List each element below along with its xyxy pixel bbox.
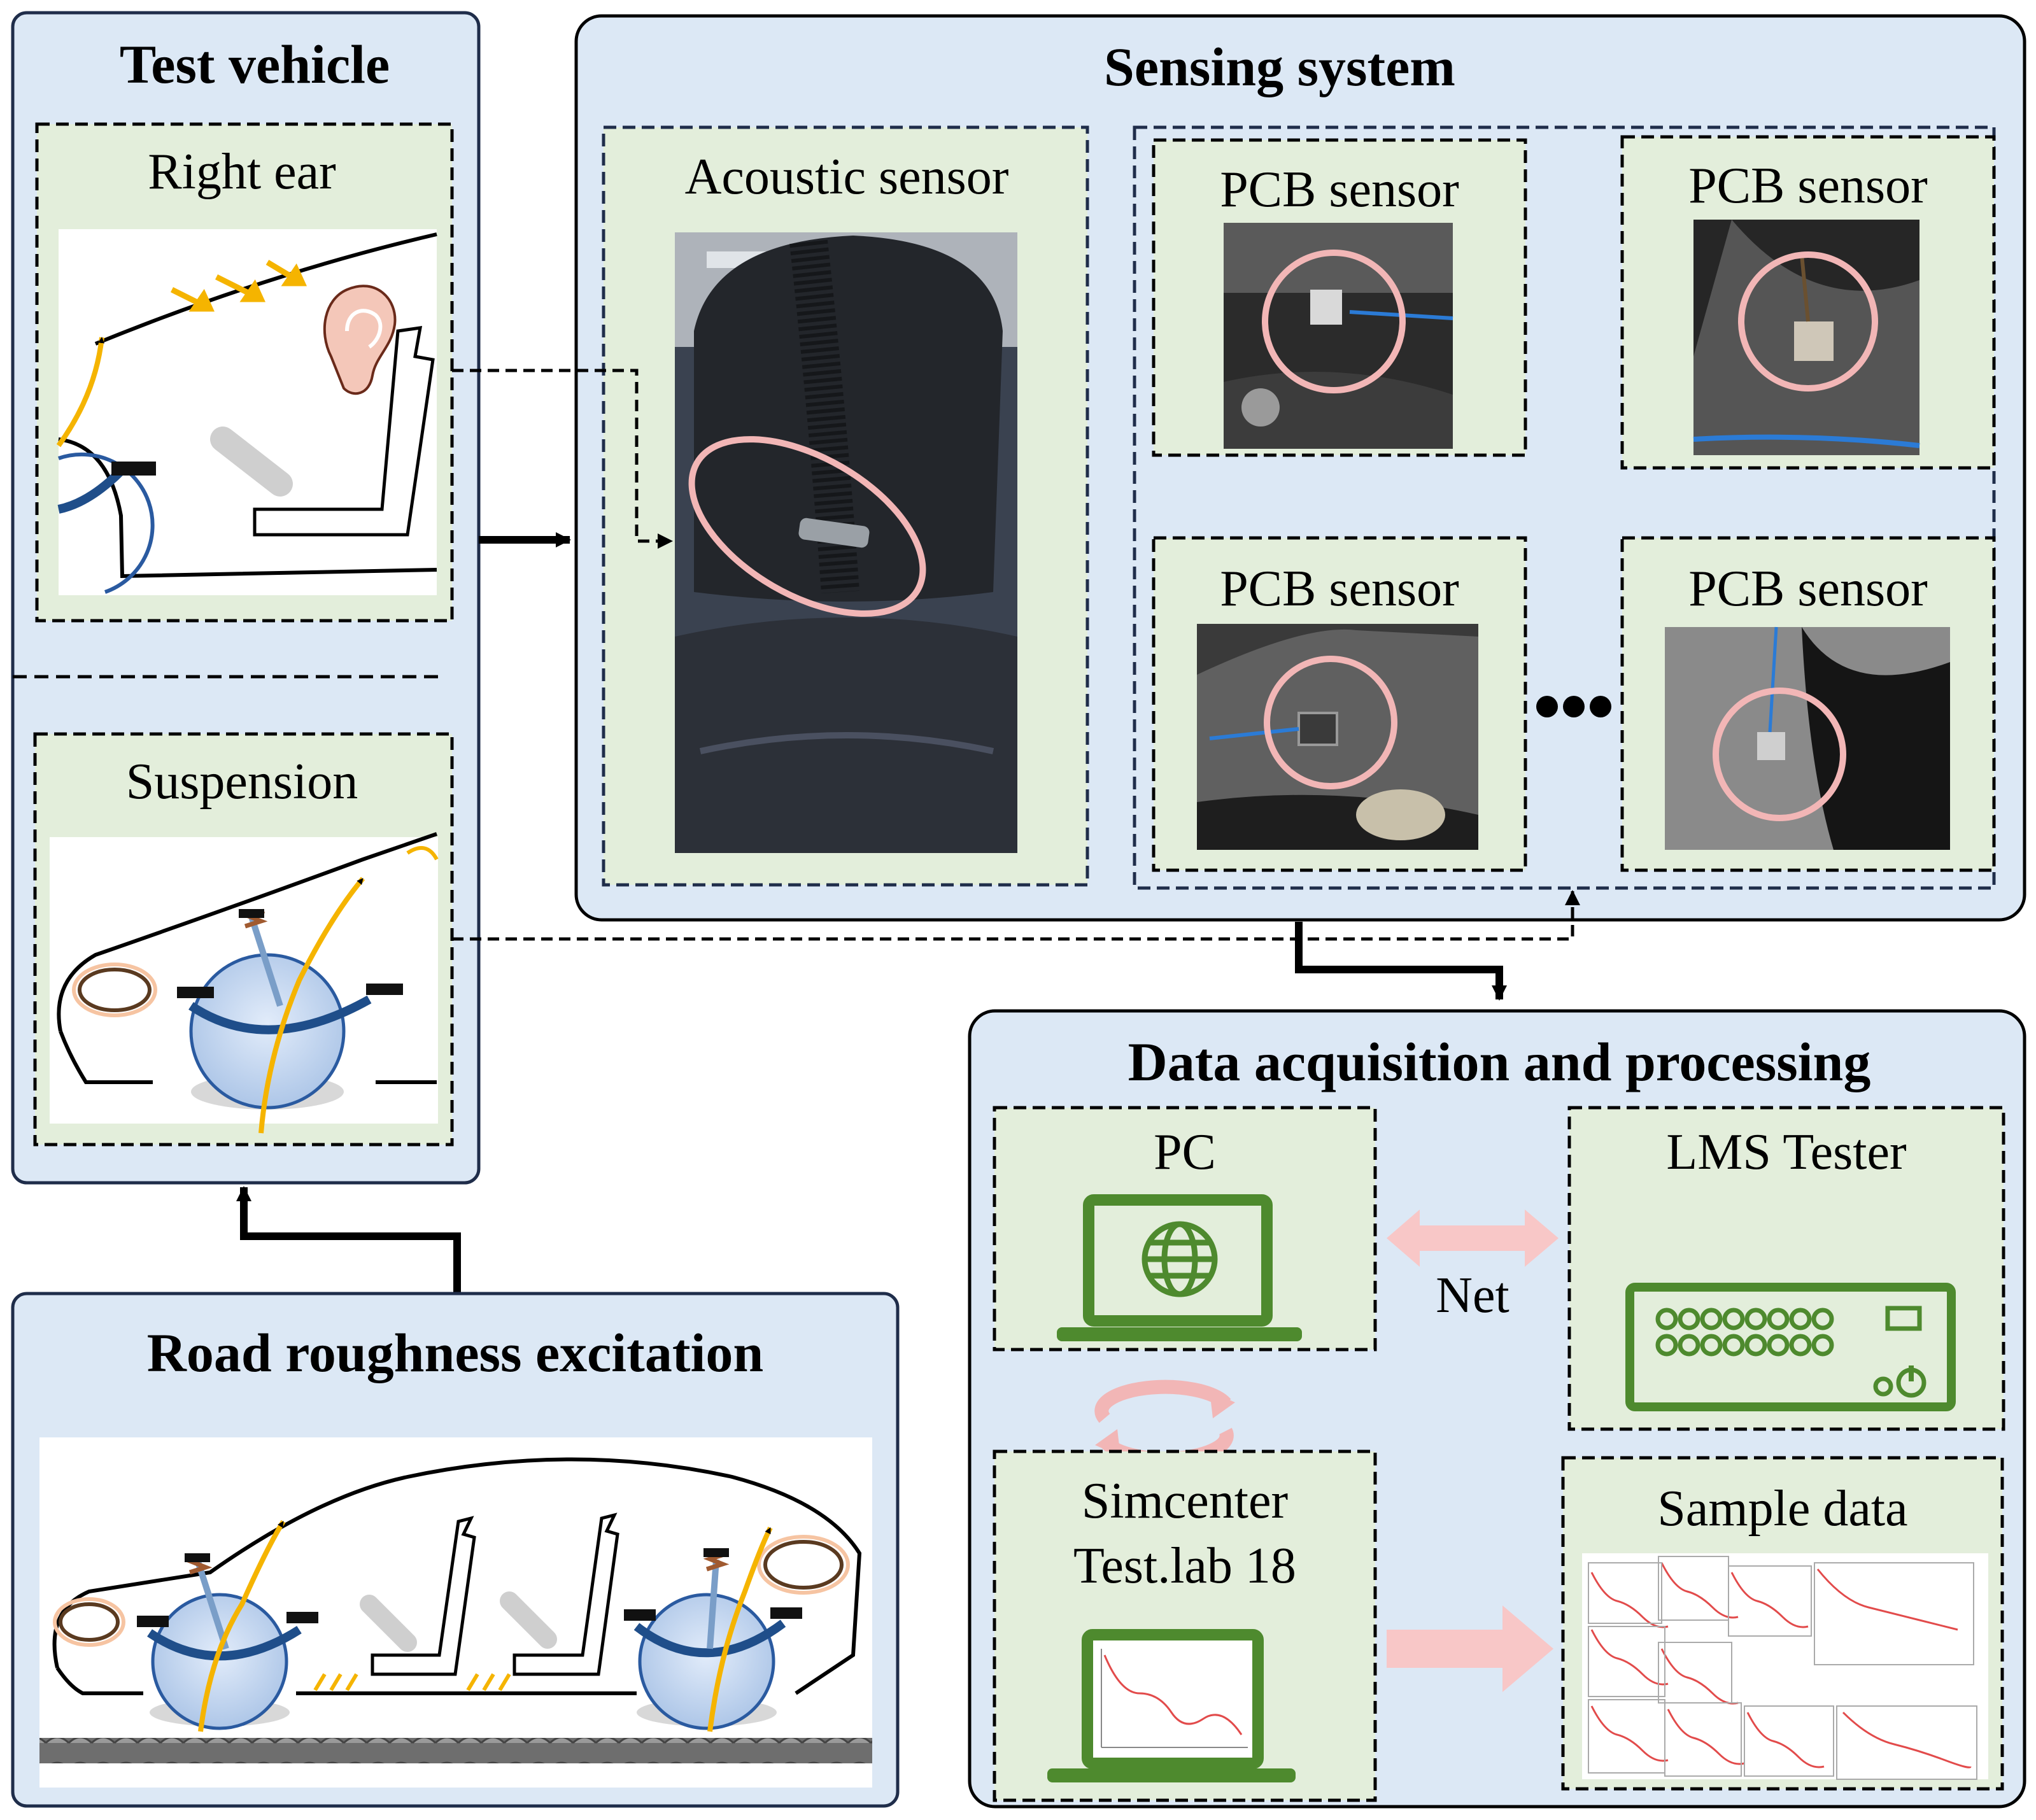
globe-icon <box>1142 1221 1218 1297</box>
road-roughness-panel <box>11 1292 900 1808</box>
pc-box <box>993 1106 1377 1351</box>
acoustic-sensor-label: Acoustic sensor <box>684 149 1009 205</box>
more-sensors-ellipsis <box>1536 696 1611 717</box>
sample-data-box <box>1561 1456 2004 1791</box>
lms-tester-label: LMS Tester <box>1666 1124 1907 1180</box>
right-ear-box <box>35 122 454 623</box>
pcb-sensor-box-4 <box>1620 536 1996 872</box>
pc-label: PC <box>1154 1124 1216 1180</box>
headrest-photo <box>675 232 1017 853</box>
simcenter-box <box>993 1450 1377 1802</box>
connectors <box>236 369 1580 1294</box>
road-roughness-title: Road roughness excitation <box>146 1322 764 1383</box>
process-arrow <box>1387 1605 1553 1692</box>
ear-icon <box>323 285 397 395</box>
right-ear-label: Right ear <box>148 144 336 200</box>
sample-data-label: Sample data <box>1657 1481 1908 1537</box>
simcenter-label-line2: Test.lab 18 <box>1073 1538 1296 1594</box>
net-arrow <box>1387 1210 1559 1267</box>
net-label: Net <box>1436 1267 1509 1323</box>
pcb-sensor-box-2 <box>1620 135 1996 470</box>
sensing-system-title: Sensing system <box>1104 36 1455 97</box>
acoustic-sensor-box <box>602 125 1089 887</box>
pcb-sensor-box-3 <box>1152 536 1527 872</box>
simcenter-label-line1: Simcenter <box>1081 1473 1289 1529</box>
pcb-sensor-label-1: PCB sensor <box>1220 162 1459 218</box>
pcb-sensors-group <box>1133 125 1996 890</box>
laptop-icon <box>1057 1194 1302 1341</box>
pcb-sensor-box-1 <box>1152 138 1527 457</box>
lms-tester-box <box>1567 1106 2005 1431</box>
pcb-sensor-label-4: PCB sensor <box>1688 561 1928 617</box>
suspension-box <box>33 732 454 1146</box>
test-vehicle-title: Test vehicle <box>119 34 390 95</box>
suspension-label: Suspension <box>125 754 358 810</box>
pcb-sensor-label-3: PCB sensor <box>1220 561 1459 617</box>
pcb-sensor-label-2: PCB sensor <box>1688 158 1928 214</box>
data-acquisition-title: Data acquisition and processing <box>1128 1031 1871 1092</box>
laptop-icon <box>1047 1629 1296 1782</box>
tester-device-icon <box>1625 1283 1956 1411</box>
